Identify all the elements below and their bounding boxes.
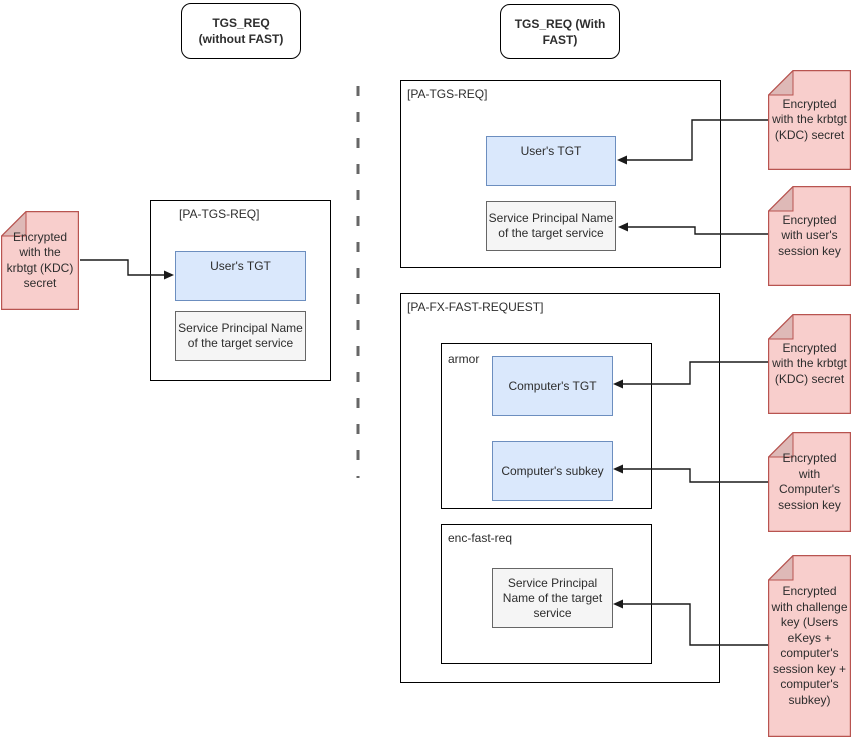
container-armor-label: armor bbox=[448, 352, 480, 366]
container-armor: armor Computer's TGT Computer's subkey bbox=[441, 343, 652, 509]
container-enc-fast-req-label: enc-fast-req bbox=[448, 531, 513, 545]
node-spn-fast: Service Principal Name of the target ser… bbox=[492, 568, 613, 628]
node-users-tgt-right: User's TGT bbox=[486, 136, 616, 186]
title-tgs-req-with-fast: TGS_REQ (With FAST) bbox=[500, 4, 620, 59]
note-text: Encrypted with the krbtgt (KDC) secret bbox=[772, 96, 847, 142]
note-text: Encrypted with Computer's session key bbox=[778, 451, 841, 512]
note-encrypted-krbtgt-2: Encrypted with the krbtgt (KDC) secret bbox=[768, 314, 851, 414]
container-pa-fx-fast-request-label: [PA-FX-FAST-REQUEST] bbox=[407, 300, 544, 314]
note-shape-icon bbox=[768, 186, 851, 286]
note-encrypted-users-session-key: Encrypted with user's session key bbox=[768, 186, 851, 286]
container-pa-tgs-req-right-label: [PA-TGS-REQ] bbox=[407, 87, 488, 101]
node-computers-subkey: Computer's subkey bbox=[492, 441, 613, 501]
node-computers-tgt: Computer's TGT bbox=[492, 356, 613, 416]
note-encrypted-computers-session-key: Encrypted with Computer's session key bbox=[768, 432, 851, 532]
title-tgs-req-with-fast-label: TGS_REQ (With FAST) bbox=[514, 16, 606, 47]
note-shape-icon bbox=[1, 211, 79, 310]
note-text: Encrypted with challenge key (Users eKey… bbox=[771, 584, 848, 707]
note-shape-icon bbox=[768, 314, 851, 414]
node-spn-right: Service Principal Name of the target ser… bbox=[486, 201, 616, 251]
note-encrypted-krbtgt-1: Encrypted with the krbtgt (KDC) secret bbox=[768, 70, 851, 170]
node-users-tgt-left: User's TGT bbox=[175, 251, 306, 301]
note-shape-icon bbox=[768, 555, 851, 737]
note-text: Encrypted with the krbtgt (KDC) secret bbox=[6, 229, 74, 291]
container-pa-fx-fast-request: [PA-FX-FAST-REQUEST] armor Computer's TG… bbox=[400, 293, 720, 683]
note-encrypted-challenge-key: Encrypted with challenge key (Users eKey… bbox=[768, 555, 851, 737]
title-tgs-req-without-fast-label: TGS_REQ (without FAST) bbox=[198, 16, 284, 46]
container-pa-tgs-req-right: [PA-TGS-REQ] User's TGT Service Principa… bbox=[400, 80, 721, 268]
note-text: Encrypted with user's session key bbox=[778, 212, 841, 258]
note-shape-icon bbox=[768, 432, 851, 532]
node-spn-left: Service Principal Name of the target ser… bbox=[175, 311, 306, 361]
container-enc-fast-req: enc-fast-req Service Principal Name of t… bbox=[441, 524, 652, 664]
container-pa-tgs-req-left-label: [PA-TGS-REQ] bbox=[179, 207, 260, 221]
note-text: Encrypted with the krbtgt (KDC) secret bbox=[772, 340, 847, 386]
note-shape-icon bbox=[768, 70, 851, 170]
note-encrypted-krbtgt-left: Encrypted with the krbtgt (KDC) secret bbox=[1, 211, 79, 310]
title-tgs-req-without-fast: TGS_REQ (without FAST) bbox=[181, 3, 301, 59]
container-pa-tgs-req-left: [PA-TGS-REQ] User's TGT Service Principa… bbox=[150, 200, 331, 381]
